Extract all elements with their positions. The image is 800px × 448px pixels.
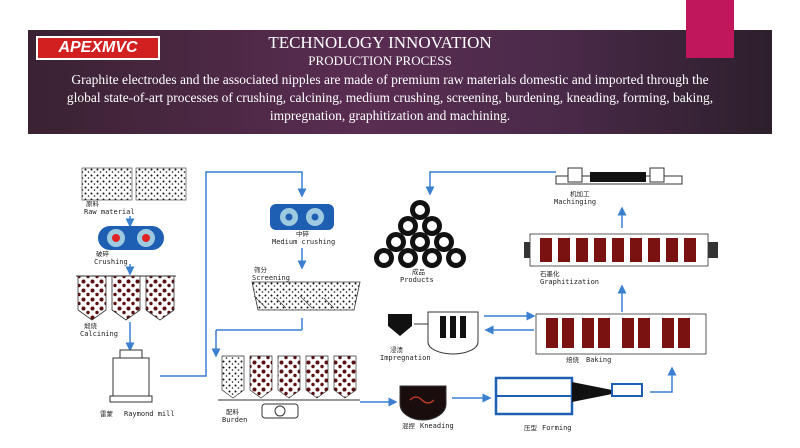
page-title: TECHNOLOGY INNOVATION (268, 33, 492, 52)
crushing-cn: 破碎 (96, 249, 110, 258)
kneading-step: 混捏 Kneading (399, 385, 454, 430)
raw-material-en: Raw material (84, 208, 135, 216)
products-en: Products (400, 276, 434, 284)
machining-cn: 机加工 (570, 189, 590, 198)
crushing-en: Crushing (94, 258, 128, 266)
forming-step: 压型 Forming (494, 376, 643, 432)
forming-cn: 压型 (524, 423, 538, 432)
machining-step: 机加工 Machinging (554, 167, 683, 206)
raymond-cn: 雷蒙 (100, 409, 114, 418)
medium-crushing-step: 中碎 Medium crushing (270, 204, 335, 246)
process-description: Graphite electrodes and the associated n… (66, 72, 714, 123)
baking-step: 焙烧 Baking (535, 313, 707, 364)
burden-cn: 配料 (226, 407, 240, 416)
forming-en: Forming (542, 424, 572, 432)
raw-material-cn: 原料 (86, 199, 100, 208)
screening-step: 筛分 Screening (251, 265, 361, 311)
raymond-en: Raymond mill (124, 410, 175, 418)
kneading-cn: 混捏 (402, 421, 416, 430)
graphitization-cn: 石墨化 (540, 269, 560, 278)
burden-en: Burden (222, 416, 247, 424)
screening-cn: 筛分 (254, 265, 268, 274)
medium-crushing-cn: 中碎 (296, 229, 310, 238)
calcining-step: 煅烧 Calcining (76, 275, 176, 338)
company-logo: APEXMVC (36, 36, 160, 60)
accent-tab (686, 0, 734, 58)
calcining-en: Calcining (80, 330, 118, 338)
screening-en: Screening (252, 274, 290, 282)
graphitization-en: Graphitization (540, 278, 599, 286)
kneading-en: Kneading (420, 422, 454, 430)
medium-crushing-en: Medium crushing (272, 238, 335, 246)
page-subtitle: PRODUCTION PROCESS (308, 53, 452, 68)
graphitization-step: 石墨化 Graphitization (524, 233, 718, 286)
impregnation-cn: 浸渍 (390, 345, 404, 354)
baking-en: Baking (586, 356, 611, 364)
baking-cn: 焙烧 (566, 355, 580, 364)
products-cn: 成品 (412, 267, 425, 276)
raymond-mill-step: 雷蒙 Raymond mill (100, 349, 175, 418)
machining-en: Machinging (554, 198, 596, 206)
crushing-step: 破碎 Crushing (94, 226, 164, 266)
calcining-cn: 煅烧 (84, 321, 98, 330)
raw-material-step: 原料 Raw material (81, 167, 187, 216)
products-step: 成品 Products (374, 200, 466, 284)
impregnation-step: 浸渍 Impregnation (380, 311, 479, 362)
burden-step: 配料 Burden (218, 355, 360, 424)
impregnation-en: Impregnation (380, 354, 431, 362)
